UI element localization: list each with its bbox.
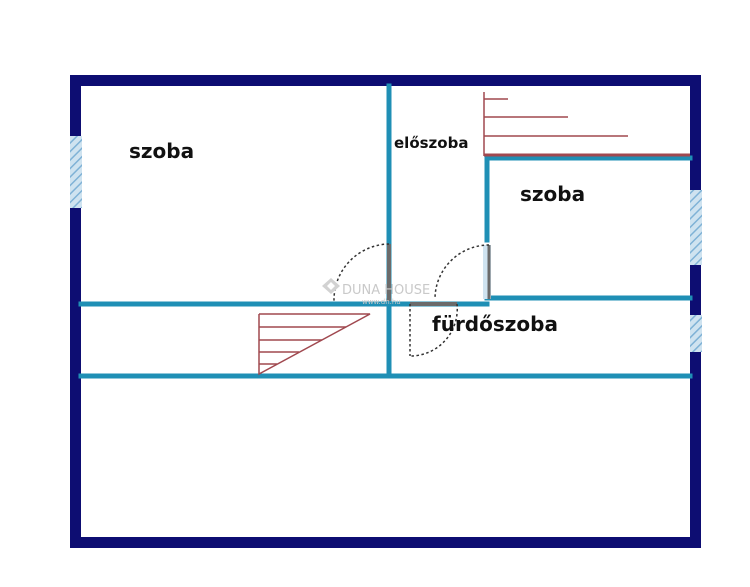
outer-walls <box>70 75 701 548</box>
inner-walls <box>78 83 693 379</box>
room-label-szoba-right: szoba <box>520 182 585 206</box>
room-label-szoba-left: szoba <box>129 139 194 163</box>
watermark: DUNA HOUSE www.dh.hu <box>322 278 430 306</box>
window-right-lower <box>690 315 702 352</box>
door-right-room <box>434 244 491 300</box>
room-label-eloszoba: előszoba <box>394 134 468 152</box>
door-bathroom <box>409 302 459 357</box>
watermark-url: www.dh.hu <box>362 298 401 306</box>
stairs-upper <box>483 92 690 157</box>
doors <box>333 243 491 357</box>
window-right-upper <box>690 190 702 265</box>
outer-wall-frame <box>70 75 701 548</box>
window-left <box>70 136 82 208</box>
watermark-brand: DUNA HOUSE <box>342 283 430 298</box>
room-label-furdoszoba: fürdőszoba <box>432 312 558 336</box>
windows <box>70 136 702 352</box>
stairs-lower <box>258 313 371 376</box>
room-labels: szoba előszoba szoba fürdőszoba <box>129 134 585 336</box>
duna-house-logo-icon <box>322 278 340 294</box>
